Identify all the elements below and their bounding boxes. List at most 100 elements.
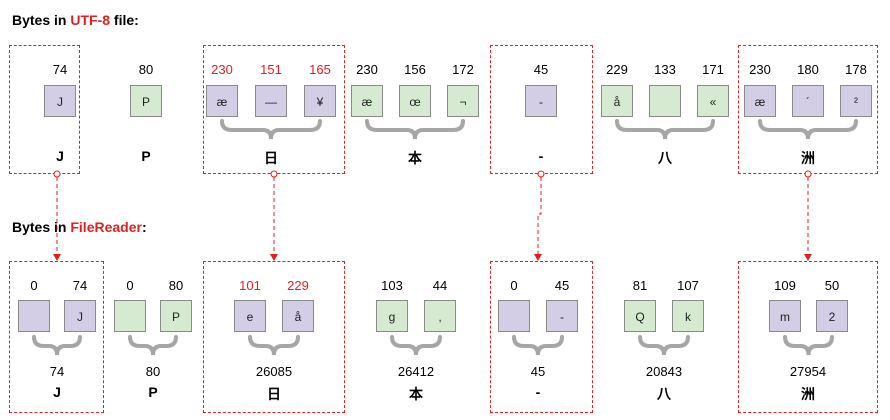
- reader-byte-cell: k: [672, 300, 704, 332]
- reader-decoded-char: -: [535, 384, 541, 400]
- grouping-brace: [365, 119, 465, 140]
- utf8-heading-highlight: UTF-8: [70, 12, 111, 28]
- grouping-brace: [615, 119, 715, 140]
- reader-heading-suffix: :: [141, 219, 147, 235]
- utf8-byte-value: 230: [356, 62, 378, 77]
- reader-byte-value: 0: [126, 278, 134, 293]
- utf8-byte-value: 180: [797, 62, 819, 77]
- reader-byte-value: 44: [432, 278, 448, 293]
- grouping-brace: [32, 335, 82, 356]
- utf8-byte-cell: æ: [351, 85, 383, 117]
- connector-arrowhead: [534, 254, 542, 261]
- grouping-brace: [783, 335, 834, 356]
- utf8-byte-value: 133: [654, 62, 676, 77]
- reader-byte-value: 101: [239, 278, 261, 293]
- connector-line: [537, 177, 542, 255]
- utf8-decoded-char: P: [141, 148, 151, 164]
- reader-group-box: [9, 261, 104, 413]
- reader-byte-value: 0: [30, 278, 38, 293]
- utf8-byte-cell: ²: [840, 85, 872, 117]
- utf8-byte-value: 230: [211, 62, 233, 77]
- reader-byte-cell: m: [769, 300, 801, 332]
- utf8-byte-value: 151: [260, 62, 282, 77]
- reader-decoded-char: 洲: [801, 386, 815, 402]
- utf8-decoded-char: 八: [658, 150, 672, 166]
- utf8-byte-value: 171: [702, 62, 724, 77]
- reader-heading-prefix: Bytes in: [12, 219, 71, 235]
- grouping-brace: [128, 335, 178, 356]
- reader-byte-cell: å: [282, 300, 314, 332]
- reader-group-box: [490, 261, 593, 413]
- utf8-decoded-char: J: [56, 148, 64, 164]
- connector-start-dot: [270, 170, 278, 178]
- utf8-byte-cell: -: [525, 85, 557, 117]
- utf8-decoded-char: 洲: [801, 150, 815, 166]
- reader-char-code: 26412: [397, 364, 435, 379]
- utf8-heading: Bytes in UTF-8 file:: [12, 12, 139, 28]
- reader-char-code: 80: [145, 364, 161, 379]
- utf8-byte-value: 45: [533, 62, 549, 77]
- utf8-byte-value: 80: [138, 62, 154, 77]
- reader-char-code: 45: [530, 364, 546, 379]
- reader-byte-cell: [114, 300, 146, 332]
- utf8-byte-value: 229: [606, 62, 628, 77]
- reader-byte-cell: g: [376, 300, 408, 332]
- reader-decoded-char: 本: [409, 386, 423, 402]
- reader-char-code: 26085: [255, 364, 293, 379]
- utf8-byte-value: 74: [52, 62, 68, 77]
- grouping-brace: [248, 335, 300, 356]
- reader-byte-value: 50: [824, 278, 840, 293]
- utf8-byte-cell: œ: [399, 85, 431, 117]
- utf8-byte-cell: —: [255, 85, 287, 117]
- reader-decoded-char: J: [53, 384, 61, 400]
- reader-byte-cell: e: [234, 300, 266, 332]
- reader-decoded-char: 日: [267, 386, 281, 402]
- reader-decoded-char: 八: [657, 386, 671, 402]
- reader-byte-value: 0: [510, 278, 518, 293]
- utf8-byte-cell: ´: [792, 85, 824, 117]
- utf8-byte-cell: æ: [744, 85, 776, 117]
- utf8-byte-value: 230: [749, 62, 771, 77]
- utf8-heading-prefix: Bytes in: [12, 12, 71, 28]
- reader-byte-value: 229: [287, 278, 309, 293]
- grouping-brace: [390, 335, 442, 356]
- connector-start-dot: [537, 170, 545, 178]
- reader-byte-cell: J: [64, 300, 96, 332]
- utf8-byte-cell: «: [697, 85, 729, 117]
- connector-start-dot: [804, 170, 812, 178]
- utf8-byte-value: 165: [309, 62, 331, 77]
- reader-heading-highlight: FileReader: [70, 219, 142, 235]
- utf8-decoded-char: -: [538, 148, 544, 164]
- utf8-byte-cell: [649, 85, 681, 117]
- reader-byte-value: 45: [554, 278, 570, 293]
- connector-arrowhead: [53, 254, 61, 261]
- utf8-byte-cell: ¥: [304, 85, 336, 117]
- utf8-decoded-char: 日: [264, 150, 278, 166]
- reader-char-code: 74: [49, 364, 65, 379]
- reader-byte-value: 103: [381, 278, 403, 293]
- utf8-byte-value: 156: [404, 62, 426, 77]
- utf8-byte-value: 172: [452, 62, 474, 77]
- connector-arrowhead: [804, 254, 812, 261]
- utf8-byte-cell: J: [44, 85, 76, 117]
- grouping-brace: [512, 335, 564, 356]
- grouping-brace: [220, 119, 322, 140]
- reader-byte-cell: [498, 300, 530, 332]
- reader-byte-cell: [18, 300, 50, 332]
- utf8-multibyte-group-box: [9, 45, 80, 174]
- utf8-byte-cell: P: [130, 85, 162, 117]
- reader-group-box: [203, 261, 345, 413]
- connector-start-dot: [53, 170, 61, 178]
- reader-char-code: 20843: [645, 364, 683, 379]
- reader-byte-value: 81: [632, 278, 648, 293]
- reader-decoded-char: P: [148, 384, 158, 400]
- reader-byte-value: 107: [677, 278, 699, 293]
- utf8-byte-cell: ¬: [447, 85, 479, 117]
- reader-byte-value: 74: [72, 278, 88, 293]
- reader-byte-cell: 2: [816, 300, 848, 332]
- reader-char-code: 27954: [789, 364, 827, 379]
- reader-byte-cell: -: [546, 300, 578, 332]
- utf8-byte-cell: å: [601, 85, 633, 117]
